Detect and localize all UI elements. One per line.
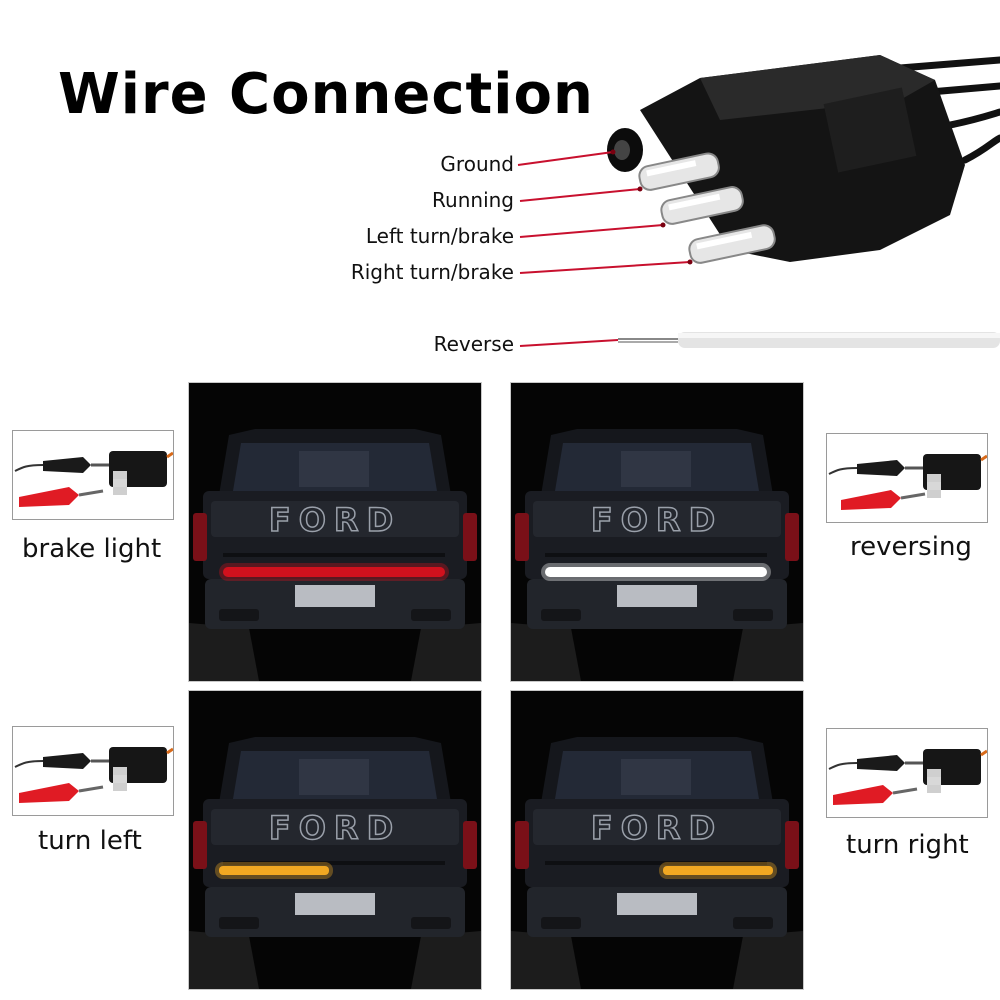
light-bar-lit <box>223 567 445 577</box>
pointer-lines <box>517 151 691 347</box>
black-clip-icon <box>828 755 923 771</box>
tailgate-ford-text: FORD <box>591 809 723 847</box>
truck-photo-turn-left: FORD <box>188 690 482 990</box>
light-bar-lit <box>219 866 329 875</box>
connector-pins <box>638 152 776 264</box>
light-bar-lit <box>545 567 767 577</box>
tailgate-ford-text: FORD <box>269 501 401 539</box>
clip-thumb-reverse <box>826 433 988 523</box>
red-clip-icon <box>833 785 918 805</box>
red-clip-icon <box>19 487 104 507</box>
clip-thumb-turn-left <box>12 726 174 816</box>
four-way-plug-icon <box>607 55 965 262</box>
plug-icon <box>923 749 981 793</box>
wire-label-reverse: Reverse <box>433 332 514 356</box>
caption-turn-left: turn left <box>38 826 142 856</box>
wire-label-left-turn-brake: Left turn/brake <box>365 224 514 248</box>
plug-icon <box>109 747 167 791</box>
clip-thumb-turn-right <box>826 728 988 818</box>
light-bar-lit <box>663 866 773 875</box>
caption-turn-right: turn right <box>846 830 969 860</box>
tailgate-ford-text: FORD <box>269 809 401 847</box>
plug-icon <box>923 454 981 498</box>
black-clip-icon <box>828 460 923 476</box>
truck-photo-reverse: FORD <box>510 382 804 682</box>
truck-photo-brake: FORD <box>188 382 482 682</box>
connector-diagram <box>517 55 1000 348</box>
clip-thumb-brake <box>12 430 174 520</box>
wire-label-running: Running <box>432 188 514 212</box>
reverse-wire <box>618 332 1000 348</box>
red-clip-icon <box>841 490 926 510</box>
black-clip-icon <box>14 753 109 769</box>
caption-reversing: reversing <box>850 532 972 562</box>
wire-label-right-turn-brake: Right turn/brake <box>350 260 514 284</box>
plug-icon <box>109 451 167 495</box>
caption-brake-light: brake light <box>22 534 162 564</box>
red-clip-icon <box>19 783 104 803</box>
connector-wires <box>896 56 1000 164</box>
black-clip-icon <box>14 457 109 473</box>
truck-photo-turn-right: FORD <box>510 690 804 990</box>
page-title: Wire Connection <box>58 62 594 127</box>
tailgate-ford-text: FORD <box>591 501 723 539</box>
wire-label-ground: Ground <box>440 152 514 176</box>
